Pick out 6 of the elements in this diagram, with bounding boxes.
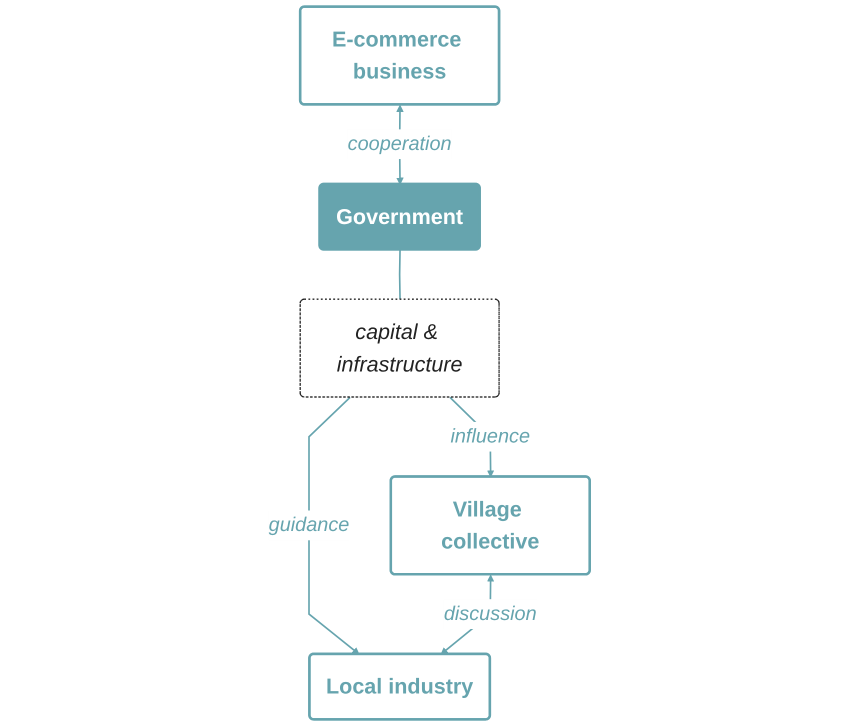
arrow — [308, 396, 360, 655]
edge-label: guidance — [268, 514, 350, 536]
connector — [398, 250, 401, 300]
edge-label: discussion — [444, 602, 537, 625]
edge-label: influence — [450, 425, 530, 448]
edge-label: cooperation — [347, 132, 452, 155]
